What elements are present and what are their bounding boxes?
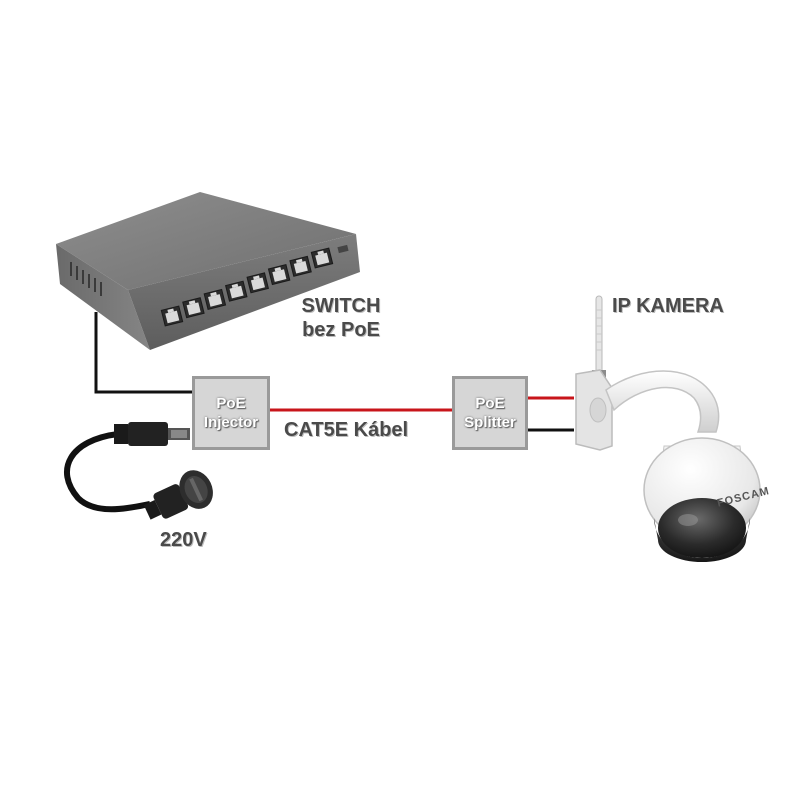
switch-label-line2: bez PoE (302, 319, 380, 341)
switch-led-panel (337, 244, 349, 254)
ethernet-port-icon (225, 280, 248, 302)
ethernet-port-icon (246, 272, 269, 294)
switch-top-face (56, 192, 356, 290)
iec-connector (114, 422, 190, 446)
network-switch (56, 192, 360, 350)
switch-side-face (56, 244, 150, 350)
camera-arm (605, 370, 720, 433)
power-label: 220V (160, 529, 207, 551)
camera-label: IP KAMERA (612, 295, 724, 317)
poe-injector-label-line1: PoE (216, 395, 246, 412)
antenna-icon (592, 295, 606, 382)
poe-splitter-box: PoE Splitter (452, 376, 528, 450)
ethernet-port-icon (203, 288, 227, 310)
schuko-plug (143, 470, 213, 520)
ethernet-port-icon (160, 305, 184, 327)
ip-camera (575, 295, 761, 562)
poe-injector-box: PoE Injector (192, 376, 270, 450)
cable-label: CAT5E Kábel (284, 419, 409, 441)
poe-splitter-label-line1: PoE (475, 395, 505, 412)
dome-glass (658, 498, 746, 558)
power-cable (64, 422, 213, 520)
poe-splitter-label-line2: Splitter (464, 414, 516, 431)
switch-ports (160, 247, 334, 327)
ethernet-port-icon (267, 264, 291, 286)
switch-to-injector-cable (94, 312, 192, 394)
poe-injector-label-line2: Injector (203, 414, 259, 431)
switch-label-line1: SWITCH (301, 295, 381, 317)
switch-label: SWITCH bez PoE (286, 294, 396, 342)
ethernet-port-icon (182, 297, 205, 319)
ethernet-port-icon (310, 247, 334, 269)
ethernet-port-icon (289, 255, 312, 277)
switch-vents (70, 262, 102, 296)
